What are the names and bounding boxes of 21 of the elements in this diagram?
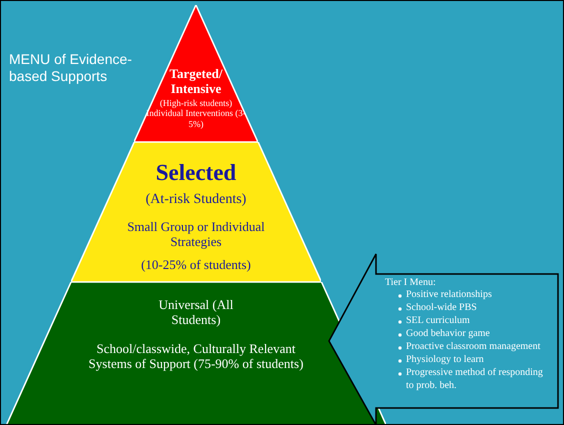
bullet-item: Proactive classroom management [406,341,542,354]
menu-title: MENU of Evidence-based Supports [9,51,133,85]
bullet-item: Progressive method of responding to prob. beh. [406,367,544,392]
tier-heading: Universal (All Students) [158,298,234,328]
callout-heading: Tier I Menu: [385,277,436,288]
top-tier-triangle [134,5,258,142]
tier-percentage: (10-25% of students) [140,258,252,273]
callout-box [328,253,560,424]
middle-tier-band [70,142,322,282]
bullet-item: Positive relationships [406,289,493,302]
bottom-tier-band [6,282,386,424]
tier-subheading: (At-risk Students) [144,192,248,208]
tier-description: (High-risk students) Individual Interventions (3-5%) [145,98,247,130]
tier-description: Small Group or Individual Strategies [126,220,266,250]
bullet-item: Physiology to learn [406,354,485,366]
tier-heading: Targeted/ Intensive [168,67,224,97]
tier-description: School/classwide, Culturally Relevant Systems of Support (75-90% of students) [88,342,304,372]
bullet-item: School-wide PBS [406,302,478,314]
bullet-item: SEL curriculum [406,315,471,328]
bullet-item: Good behavior game [406,328,491,340]
tier-heading: Selected [154,160,238,186]
